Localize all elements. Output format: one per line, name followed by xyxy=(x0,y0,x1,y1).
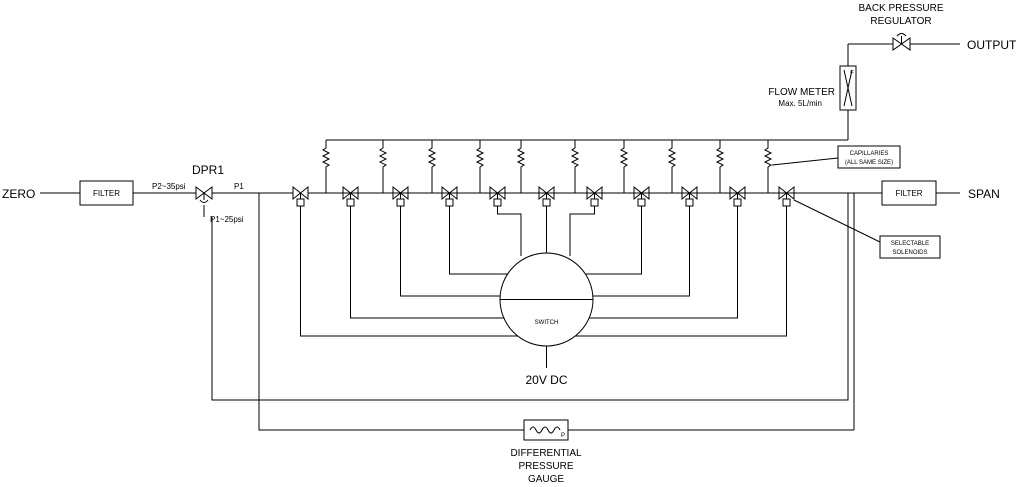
solenoids-callout: SELECTABLE SOLENOIDS xyxy=(793,199,941,259)
back-pressure-regulator xyxy=(892,33,911,51)
solenoid-valve-6 xyxy=(538,185,555,207)
capillary-manifold xyxy=(326,43,960,141)
capillaries-callout: CAPILLARIES (ALL SAME SIZE) xyxy=(771,145,901,169)
capillary xyxy=(619,140,629,193)
solenoid-valve-7 xyxy=(586,185,603,207)
back-pressure-label-line2: REGULATOR xyxy=(870,16,931,27)
dpr1-label: DPR1 xyxy=(192,163,224,177)
gauge-label-line3: GAUGE xyxy=(528,474,564,485)
solenoid-valve-1 xyxy=(292,185,309,207)
flow-meter-max-label: Max. 5L/min xyxy=(778,99,822,108)
filter-left: FILTER xyxy=(79,180,134,206)
capillary xyxy=(321,140,331,193)
svg-text:FILTER: FILTER xyxy=(93,189,120,198)
svg-text:CAPILLARIES: CAPILLARIES xyxy=(850,151,889,157)
solenoid-valve-9 xyxy=(681,185,698,207)
p1-label: P1 xyxy=(234,182,244,191)
svg-text:F: F xyxy=(850,71,854,77)
power-supply-label: 20V DC xyxy=(525,373,567,387)
svg-text:FILTER: FILTER xyxy=(896,189,923,198)
dpr1-regulator xyxy=(195,186,213,217)
flow-meter-label: FLOW METER xyxy=(768,87,835,98)
output-label: OUTPUT xyxy=(967,38,1017,52)
solenoid-valve-8 xyxy=(633,185,650,207)
svg-text:P: P xyxy=(561,433,565,439)
gauge-label-line2: PRESSURE xyxy=(518,461,573,472)
differential-pressure-gauge: P xyxy=(523,419,569,441)
capillary xyxy=(715,140,725,193)
solenoid-valves xyxy=(292,185,795,207)
svg-text:SWITCH: SWITCH xyxy=(535,320,559,326)
flow-meter: F xyxy=(839,65,857,111)
p1-pressure-label: P1~25psi xyxy=(210,215,244,224)
switch-wiring xyxy=(300,206,787,368)
filter-right: FILTER xyxy=(881,180,937,206)
capillaries xyxy=(321,140,773,193)
capillary xyxy=(667,140,677,193)
p2-pressure-label: P2~35psi xyxy=(152,182,186,191)
svg-text:SELECTABLE: SELECTABLE xyxy=(891,241,929,247)
back-pressure-label-line1: BACK PRESSURE xyxy=(858,3,943,14)
capillary xyxy=(516,140,526,193)
capillary xyxy=(427,140,437,193)
span-inlet-label: SPAN xyxy=(968,187,1000,201)
zero-inlet-label: ZERO xyxy=(2,187,35,201)
selector-switch: SWITCH xyxy=(499,252,594,347)
differential-gauge-lines xyxy=(211,193,855,431)
solenoid-valve-2 xyxy=(342,185,359,207)
capillary xyxy=(763,140,773,193)
capillary xyxy=(475,140,485,193)
solenoid-valve-4 xyxy=(441,185,458,207)
gauge-label-line1: DIFFERENTIAL xyxy=(510,448,582,459)
capillary xyxy=(570,140,580,193)
svg-text:(ALL SAME SIZE): (ALL SAME SIZE) xyxy=(845,160,893,166)
solenoid-valve-5 xyxy=(489,185,506,207)
solenoid-valve-3 xyxy=(392,185,409,207)
capillary xyxy=(378,140,388,193)
svg-text:SOLENOIDS: SOLENOIDS xyxy=(892,250,927,256)
solenoid-valve-10 xyxy=(729,185,746,207)
solenoid-valve-11 xyxy=(778,185,795,207)
